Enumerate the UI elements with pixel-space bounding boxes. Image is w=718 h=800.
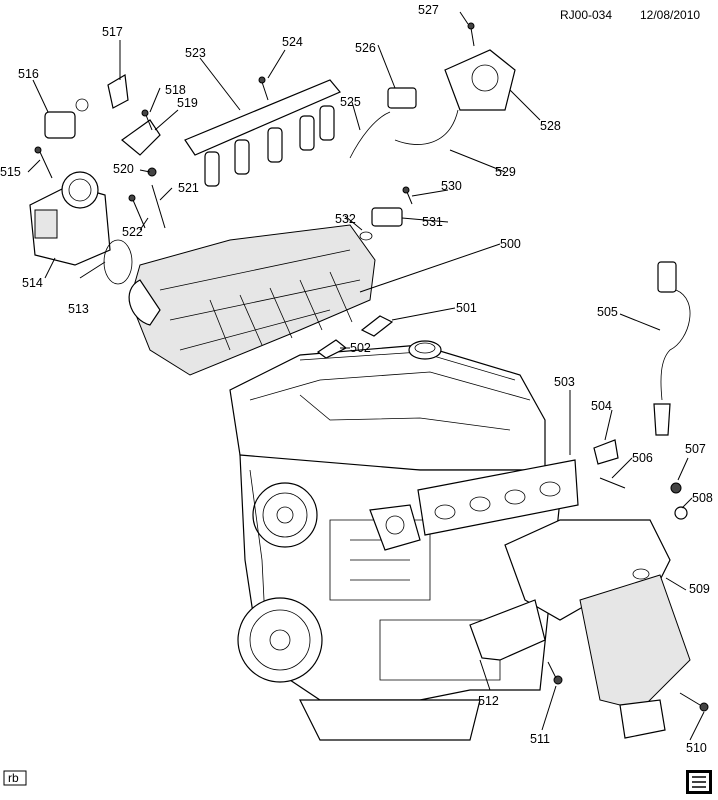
bolt <box>34 22 475 229</box>
callout-509: 509 <box>689 582 710 596</box>
callout-503: 503 <box>554 375 575 389</box>
publisher-logo <box>686 770 712 794</box>
callout-517: 517 <box>102 25 123 39</box>
callout-513: 513 <box>68 302 89 316</box>
callout-512: 512 <box>478 694 499 708</box>
author-initials: rb <box>8 771 19 785</box>
diagram-code: RJ00-034 <box>560 8 612 22</box>
stud <box>151 184 166 229</box>
callout-500: 500 <box>500 237 521 251</box>
exhaust-manifold-gasket <box>417 459 579 536</box>
callout-518: 518 <box>165 83 186 97</box>
callout-525: 525 <box>340 95 361 109</box>
vapor-hose-2 <box>394 109 459 145</box>
exhaust-washer <box>674 506 688 520</box>
intake-seal <box>360 315 394 337</box>
callout-507: 507 <box>685 442 706 456</box>
callout-511: 511 <box>530 732 550 746</box>
callout-521: 521 <box>178 181 199 195</box>
engine-block <box>229 340 561 741</box>
callout-519: 519 <box>177 96 198 110</box>
callout-514: 514 <box>22 276 43 290</box>
oxygen-sensor <box>653 261 691 436</box>
heat-shield-bracket <box>593 439 619 465</box>
callout-527: 527 <box>418 3 439 17</box>
diagram-date: 12/08/2010 <box>640 8 700 22</box>
callout-528: 528 <box>540 119 561 133</box>
leader-lines <box>27 11 705 741</box>
throttle-body <box>29 171 111 266</box>
converter-bracket <box>469 599 546 661</box>
callout-531: 531 <box>422 215 443 229</box>
callout-501: 501 <box>456 301 477 315</box>
author-initials-box: rb <box>3 770 27 786</box>
callout-504: 504 <box>591 399 612 413</box>
pcv-valve <box>44 98 89 139</box>
fuel-injector <box>204 105 335 187</box>
callout-506: 506 <box>632 451 653 465</box>
canister-purge-valve <box>444 49 516 111</box>
callout-510: 510 <box>686 741 707 755</box>
callout-508: 508 <box>692 491 713 505</box>
callout-502: 502 <box>350 341 371 355</box>
callout-523: 523 <box>185 46 206 60</box>
callout-505: 505 <box>597 305 618 319</box>
intake-manifold <box>128 224 376 376</box>
callout-526: 526 <box>355 41 376 55</box>
bracket <box>121 119 161 156</box>
callout-labels: 517 516 518 519 515 520 521 522 514 513 … <box>0 3 713 755</box>
o-ring <box>359 231 373 241</box>
callout-529: 529 <box>495 165 516 179</box>
fuel-rail <box>184 79 341 187</box>
exhaust-nut <box>670 482 682 494</box>
callout-520: 520 <box>113 162 134 176</box>
vapor-hose <box>349 111 391 159</box>
callout-522: 522 <box>122 225 143 239</box>
callout-515: 515 <box>0 165 21 179</box>
throttle-body-gasket <box>103 239 133 285</box>
purge-solenoid <box>387 87 417 109</box>
converter-bolt <box>547 661 709 712</box>
callout-530: 530 <box>441 179 462 193</box>
pcv-hose <box>107 74 129 109</box>
catalytic-converter <box>504 519 691 739</box>
callout-516: 516 <box>18 67 39 81</box>
callout-524: 524 <box>282 35 303 49</box>
callout-532: 532 <box>335 212 356 226</box>
exhaust-stud <box>599 477 626 489</box>
map-sensor <box>371 207 403 227</box>
